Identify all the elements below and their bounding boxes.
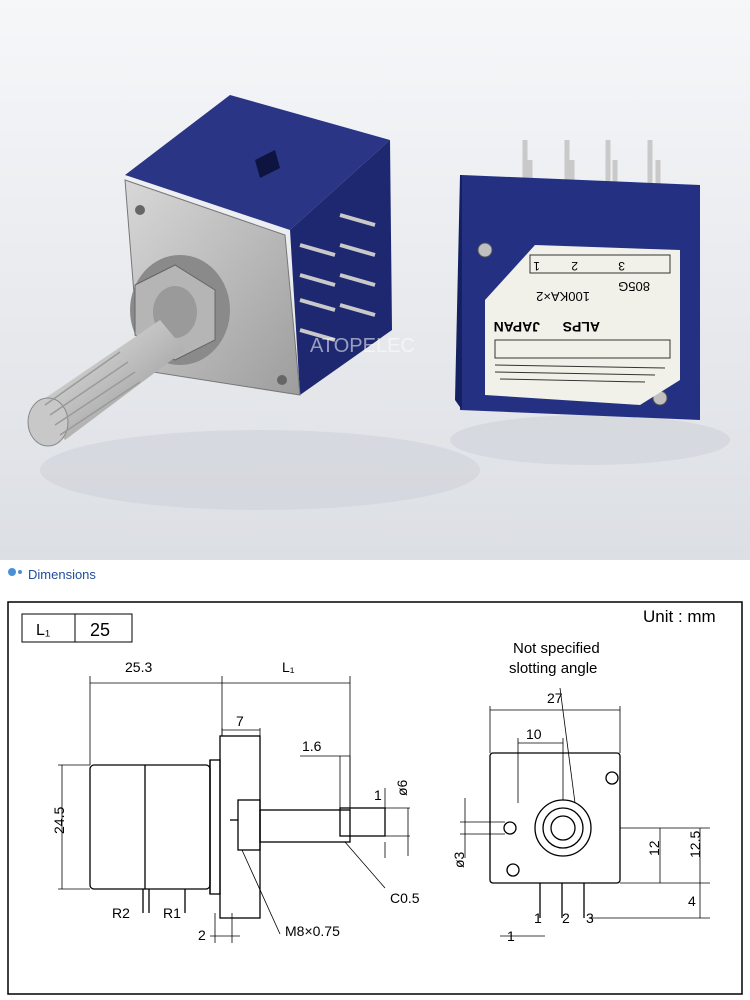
dim-pin-length: 4: [688, 893, 696, 909]
unit-label: Unit : mm: [643, 607, 716, 626]
label-value: 100KA×2: [536, 289, 590, 304]
pin-label-r2: R2: [112, 905, 130, 921]
dimensions-header: Dimensions: [0, 563, 750, 587]
dim-pin-offset: 2: [198, 927, 206, 943]
side-view: [89, 735, 386, 919]
dim-pin-pitch: 1: [507, 928, 515, 944]
front-view: [489, 752, 621, 918]
dim-hole-offset: 10: [526, 726, 542, 742]
pin-2-label: 2: [562, 910, 570, 926]
bullet-icon: [8, 568, 16, 576]
product-photo: 1 2 3 805G 100KA×2 ALPS JAPAN ATOPELEC: [0, 0, 750, 560]
left-potentiometer: [27, 95, 392, 447]
dimension-drawing: Unit : mm L₁ 25: [7, 601, 743, 995]
dim-center-height: 12: [646, 840, 662, 856]
dim-shaft-length: L₁: [282, 659, 295, 675]
pin-label-r1: R1: [163, 905, 181, 921]
dim-hole-dia: ø3: [451, 851, 467, 868]
note-line1: Not specified: [513, 640, 600, 657]
dim-center-height-2: 12.5: [687, 831, 703, 858]
label-brand: ALPS: [563, 319, 600, 335]
right-potentiometer: 1 2 3 805G 100KA×2 ALPS JAPAN: [455, 140, 700, 420]
dim-height: 24.5: [51, 807, 67, 834]
bullet-small-icon: [18, 570, 22, 574]
dim-slot-width: 1: [374, 787, 382, 803]
pin-1-label: 1: [534, 910, 542, 926]
dim-body-length: 25.3: [125, 659, 152, 675]
table-label: L₁: [36, 622, 50, 639]
dim-width: 27: [547, 690, 563, 706]
dim-thread: M8×0.75: [285, 923, 340, 939]
label-pin-1: 1: [533, 259, 540, 273]
watermark: ATOPELEC: [310, 335, 415, 357]
label-model: 805G: [618, 279, 650, 294]
section-title: Dimensions: [28, 567, 96, 582]
dim-bushing: 7: [236, 713, 244, 729]
dim-shaft-dia: ø6: [394, 779, 410, 796]
note-line2: slotting angle: [509, 660, 597, 677]
dim-chamfer: C0.5: [390, 890, 420, 906]
dim-slot-depth: 1.6: [302, 738, 322, 754]
label-origin: JAPAN: [494, 319, 540, 335]
table-value: 25: [90, 620, 110, 640]
label-pin-2: 2: [571, 259, 578, 273]
pin-3-label: 3: [586, 910, 594, 926]
label-pin-3: 3: [618, 259, 625, 273]
